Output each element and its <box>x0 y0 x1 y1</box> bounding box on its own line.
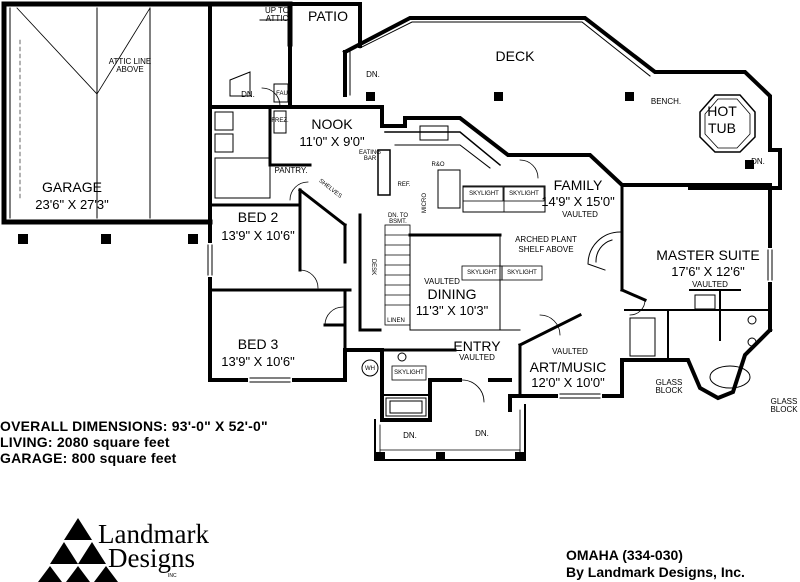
garage-area: GARAGE: 800 square feet <box>0 450 177 466</box>
front-porch <box>374 404 526 461</box>
logo-text-inc: INC <box>168 573 177 579</box>
room-dims-master-suite: 17'6" X 12'6" <box>671 264 745 279</box>
dn-label-laundry: DN. <box>241 90 255 99</box>
plan-designer: By Landmark Designs, Inc. <box>566 564 745 580</box>
range-oven-label: R&O <box>431 162 445 168</box>
glass-block-label-right: GLASS BLOCK <box>770 397 798 414</box>
ref-label: REF. <box>397 182 411 188</box>
skylight-label-family-1: SKYLIGHT <box>469 191 499 197</box>
kitchen-counters <box>377 125 546 213</box>
master-vaulted-note: VAULTED <box>692 280 728 289</box>
logo-pyramid <box>38 518 118 582</box>
art-vaulted-note: VAULTED <box>552 347 588 356</box>
linen-label: LINEN <box>387 318 405 324</box>
skylight-label-bath: SKYLIGHT <box>394 370 424 376</box>
utility-fixtures <box>214 71 289 199</box>
hall-bath-fixtures <box>361 352 427 417</box>
spiral-stair <box>587 231 621 271</box>
master-bath-fixtures <box>629 294 757 389</box>
skylights <box>391 186 545 381</box>
dining-vaulted-note: VAULTED <box>424 277 460 286</box>
overall-dimensions: OVERALL DIMENSIONS: 93'-0" X 52'-0" <box>0 418 268 434</box>
pantry-label: PANTRY. <box>274 166 308 175</box>
room-dims-family: 14'9" X 15'0" <box>541 194 615 209</box>
dn-to-bsmt-label: DN. TO BSMT. <box>387 213 409 225</box>
house-walls <box>208 42 773 422</box>
house-summary: OVERALL DIMENSIONS: 93'-0" X 52'-0" LIVI… <box>0 418 268 466</box>
logo-text-landmark: Landmark <box>98 519 209 549</box>
desk-label: DESK <box>370 258 376 276</box>
attic-line-note: ATTIC LINE ABOVE <box>108 57 152 74</box>
room-name-bed3: BED 3 <box>237 336 279 352</box>
plan-name: OMAHA (334-030) <box>566 547 683 563</box>
room-name-deck: DECK <box>495 48 535 64</box>
stairs <box>384 224 411 326</box>
glass-block-label-left: GLASS BLOCK <box>655 378 683 395</box>
water-heater-label: WH <box>365 366 375 372</box>
room-name-garage: GARAGE <box>42 179 102 195</box>
logo-text-designs: Designs <box>108 543 195 573</box>
room-name-patio: PATIO <box>308 8 348 24</box>
deck-posts <box>366 92 754 169</box>
micro-label: MICRO <box>422 193 428 213</box>
dn-label-porch-left: DN. <box>403 431 417 440</box>
porch-posts <box>376 452 524 461</box>
garage-walls <box>1 1 293 225</box>
plan-credit: OMAHA (334-030) By Landmark Designs, Inc… <box>566 547 745 581</box>
room-dims-bed2: 13'9" X 10'6" <box>221 228 295 243</box>
room-dims-dining: 11'3" X 10'3" <box>415 303 489 318</box>
deck-outline <box>342 16 782 190</box>
room-name-bed2: BED 2 <box>237 209 279 225</box>
room-dims-nook: 11'0" X 9'0" <box>299 134 365 149</box>
room-dims-garage: 23'6" X 27'3" <box>35 197 109 212</box>
patio-outline <box>259 2 362 48</box>
room-name-art-music: ART/MUSIC <box>529 359 607 375</box>
dn-label-deck: DN. <box>366 70 380 79</box>
room-name-dining: DINING <box>427 286 477 302</box>
windows <box>207 243 773 399</box>
skylight-label-dining-2: SKYLIGHT <box>507 270 537 276</box>
arched-plant-shelf-label: ARCHED PLANT SHELF ABOVE <box>515 235 577 254</box>
door-swings <box>261 87 646 403</box>
frez-label: FREZ. <box>271 118 289 124</box>
dn-label-porch-right: DN. <box>475 429 489 438</box>
room-dims-art-music: 12'0" X 10'0" <box>531 375 605 390</box>
fau-label: FAU <box>276 91 288 97</box>
room-name-entry: ENTRY <box>453 338 501 354</box>
skylight-label-family-2: SKYLIGHT <box>509 191 539 197</box>
room-dims-bed3: 13'9" X 10'6" <box>221 354 295 369</box>
room-name-hot-tub: HOT TUB <box>707 103 737 136</box>
garage-posts <box>18 234 198 244</box>
living-area: LIVING: 2080 square feet <box>0 434 170 450</box>
up-to-attic-label: UP TO ATTIC <box>265 6 290 23</box>
room-name-nook: NOOK <box>311 116 353 132</box>
bench-label: BENCH. <box>650 97 682 106</box>
dn-label-hot-tub: DN. <box>751 157 765 166</box>
skylight-label-dining-1: SKYLIGHT <box>467 270 497 276</box>
room-name-family: FAMILY <box>553 177 603 193</box>
family-vaulted-note: VAULTED <box>562 210 598 219</box>
eating-bar-label: EATING BAR <box>359 150 381 162</box>
room-name-master-suite: MASTER SUITE <box>656 247 760 263</box>
entry-vaulted-note: VAULTED <box>459 353 495 362</box>
